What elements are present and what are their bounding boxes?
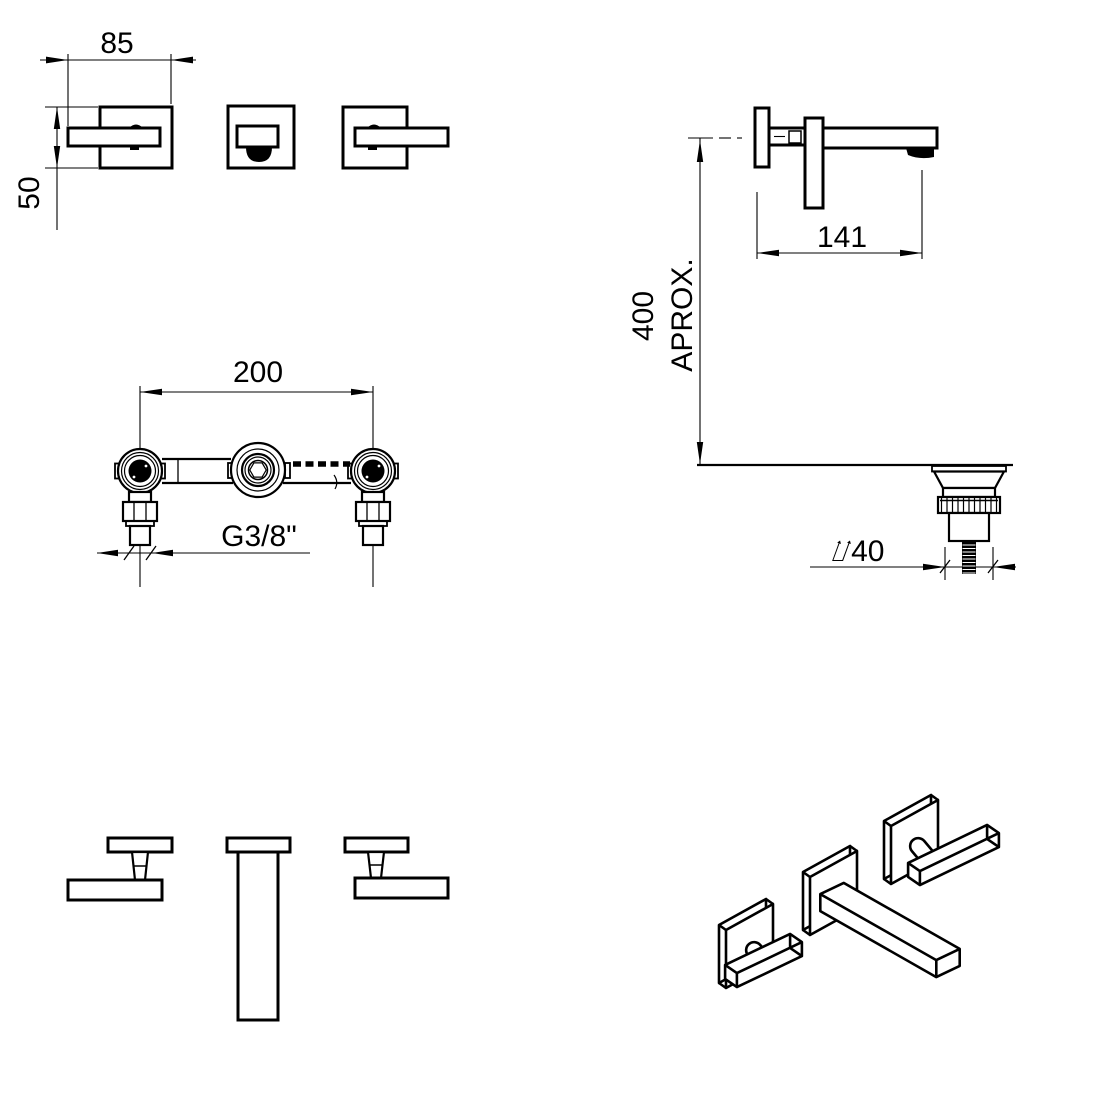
handle-lever bbox=[723, 932, 804, 989]
dim-diameter-label: ⌰40 bbox=[832, 535, 885, 568]
dim-200-label: 200 bbox=[233, 356, 283, 389]
arrowhead bbox=[97, 549, 118, 557]
bottom-view bbox=[66, 836, 450, 1022]
manifold-bar bbox=[162, 457, 351, 490]
hex-nut bbox=[121, 500, 159, 523]
arrowhead bbox=[53, 146, 61, 168]
arrowhead bbox=[900, 249, 922, 257]
handle-lever bbox=[906, 823, 1001, 887]
dim-400-label: 400 bbox=[627, 291, 660, 341]
inlet-stub bbox=[361, 524, 385, 547]
iso-left-handle bbox=[717, 897, 804, 990]
handle-pin bbox=[367, 124, 381, 128]
spout-body bbox=[818, 881, 962, 979]
dim-reach-141: 141 bbox=[756, 170, 923, 259]
dim-drain-40: ⌰40 bbox=[810, 535, 1016, 580]
aerator-front bbox=[246, 147, 272, 162]
bottom-right-handle bbox=[343, 836, 450, 900]
drain-threaded-rod bbox=[962, 541, 976, 574]
arrowhead bbox=[140, 388, 162, 396]
plan-view: 200 bbox=[97, 356, 399, 587]
arrowhead bbox=[171, 56, 193, 64]
dim-width-85: 85 bbox=[40, 27, 196, 126]
iso-right-handle bbox=[882, 793, 1001, 887]
inlet-stub bbox=[128, 524, 152, 547]
dim-85-label: 85 bbox=[100, 27, 133, 60]
arrowhead bbox=[152, 549, 173, 557]
arrowhead bbox=[993, 563, 1015, 571]
hex-nut bbox=[354, 500, 392, 523]
drain-body bbox=[947, 511, 991, 543]
handle-pin bbox=[129, 124, 143, 128]
aerator-side bbox=[906, 148, 934, 159]
arrowhead bbox=[696, 442, 704, 464]
dim-50-label: 50 bbox=[13, 176, 46, 209]
arrowhead bbox=[757, 249, 779, 257]
iso-view bbox=[717, 793, 1001, 990]
drain-taper bbox=[932, 470, 1006, 490]
hex-socket bbox=[249, 462, 267, 478]
plan-right-valve bbox=[347, 447, 399, 587]
dim-centers-200: 200 bbox=[139, 356, 374, 459]
dim-g38-label: G3/8" bbox=[221, 520, 297, 553]
dim-thread-g38: G3/8" bbox=[97, 520, 310, 561]
side-spout bbox=[821, 126, 939, 159]
arrowhead bbox=[351, 388, 373, 396]
dim-141-label: 141 bbox=[817, 221, 867, 254]
bottom-left-handle bbox=[66, 836, 174, 902]
drain-neck bbox=[941, 486, 997, 499]
drain-detail: ⌰40 bbox=[810, 465, 1016, 580]
side-view: 141 400 APROX. bbox=[627, 106, 1013, 467]
plan-left-valve bbox=[114, 447, 166, 587]
front-right-handle bbox=[341, 105, 450, 170]
plan-center-fitting bbox=[227, 441, 291, 499]
bottom-spout bbox=[225, 836, 292, 1022]
front-spout-plate bbox=[226, 104, 296, 170]
dim-height-400: 400 APROX. bbox=[627, 137, 713, 464]
side-valve-arm bbox=[767, 126, 807, 147]
arrowhead bbox=[923, 563, 945, 571]
iso-spout bbox=[801, 844, 962, 979]
drain-knurled-nut bbox=[936, 495, 1002, 515]
arrowhead bbox=[53, 107, 61, 129]
side-handle bbox=[803, 116, 825, 210]
dim-aprox-label: APROX. bbox=[666, 258, 699, 371]
arrowhead bbox=[46, 56, 68, 64]
front-view: 85 50 bbox=[13, 27, 450, 230]
front-left-handle bbox=[66, 105, 174, 170]
side-wall-plate bbox=[753, 106, 771, 169]
arrowhead bbox=[696, 140, 704, 162]
dim-height-50: 50 bbox=[13, 106, 98, 230]
